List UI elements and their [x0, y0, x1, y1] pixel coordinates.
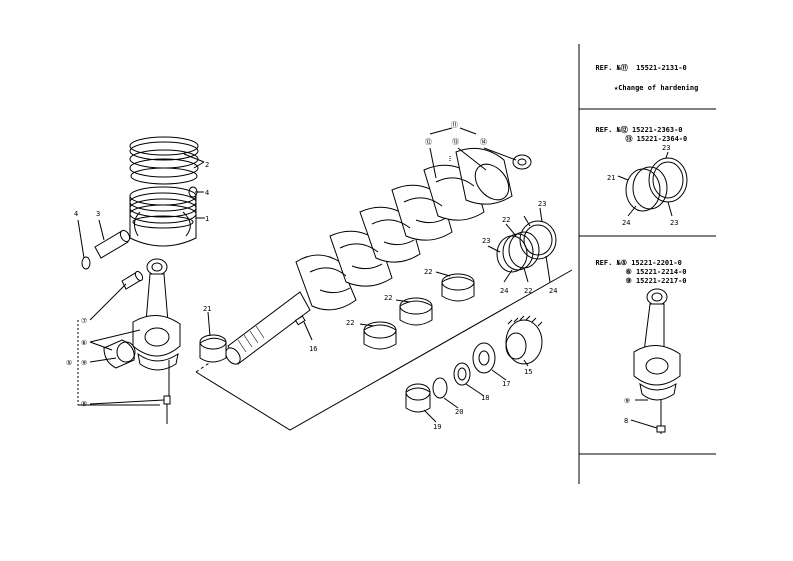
callout-22-a: 22	[346, 319, 354, 327]
callout-3: 3	[96, 210, 100, 218]
panel-2-ref-2: ⑬ 15221-2364-0	[617, 127, 687, 143]
front-sleeve	[405, 383, 431, 413]
callout-17: 17	[502, 380, 510, 388]
crankshaft	[225, 147, 513, 365]
panel-2-ref-label: REF. №⑫	[595, 126, 628, 134]
callout-22-c: 22	[424, 268, 432, 276]
callout-21: 21	[203, 305, 211, 313]
panel-3-ref-number-3: 15221-2217-0	[635, 277, 687, 285]
callout-14: ⑭	[480, 138, 487, 146]
small-end-bushing	[121, 270, 144, 290]
callout-20: 20	[455, 408, 463, 416]
callout-4-right: 4	[205, 189, 209, 197]
reference-panel-frame	[578, 44, 716, 484]
panel-2-ref: REF. №⑫ 15221-2363-0	[587, 118, 683, 134]
panel-1-ref-number: 15521-2131-0	[636, 64, 687, 72]
panel-1-note: ★Change of hardening	[614, 84, 699, 92]
panel-3-callout-8: 8	[624, 417, 628, 425]
callout-24-c: 24	[549, 287, 557, 295]
callout-23-a: 23	[538, 200, 546, 208]
o-ring	[432, 377, 448, 399]
callout-13: ⑬	[452, 138, 459, 146]
leader-lines	[77, 127, 551, 423]
panel-3-ref-3: ⑨ 15221-2217-0	[617, 269, 687, 285]
panel-2-callout-23-top: 23	[662, 144, 670, 152]
panel-3-ref: REF. №⑤ 15221-2201-0	[587, 251, 682, 267]
panel-2-ref-number-2: 15221-2364-0	[636, 135, 688, 143]
connecting-rod	[132, 258, 181, 371]
callout-24-a: 24	[500, 287, 508, 295]
callout-18: 18	[481, 394, 489, 402]
piston	[129, 186, 197, 247]
callout-12: ⑫	[425, 138, 432, 146]
panel-2-bearing-drawing: 23 21 24 23	[607, 144, 688, 227]
piston-rings	[129, 136, 199, 185]
callout-15: 15	[524, 368, 532, 376]
thrust-bearing-set	[496, 220, 557, 273]
callout-11: ⑪	[451, 121, 458, 129]
main-bearing-upper-parts	[199, 334, 227, 363]
panel-1-ref: REF. №⑪ 15521-2131-0	[587, 56, 687, 72]
callout-8: ⑧	[81, 400, 87, 408]
callout-9: ⑨	[81, 359, 87, 367]
panel-3-ref-2: ⑥ 15221-2214-0	[617, 260, 687, 276]
callout-7: ⑦	[81, 317, 87, 325]
panel-3-ref-label: REF. №⑤	[595, 259, 627, 267]
panel-3-ref-number-2: 15221-2214-0	[635, 268, 687, 276]
main-bearing-halves	[363, 273, 475, 350]
rod-group-bracket	[77, 320, 160, 406]
rod-bearing-halves	[103, 339, 136, 369]
callout-22-b: 22	[384, 294, 392, 302]
callout-22-e: 22	[524, 287, 532, 295]
callout-19: 19	[433, 423, 441, 431]
callout-22-d: 22	[502, 216, 510, 224]
callout-16: 16	[309, 345, 317, 353]
oil-pump-gear	[472, 342, 496, 374]
callout-labels: 1 2 3 4 4 ⑦ ⑥ ⑤ ⑨ ⑧ 21 16 22 22 22 22 23…	[66, 121, 557, 431]
panel-2-ref-label-2: ⑬	[625, 135, 633, 143]
panel-2-callout-21: 21	[607, 174, 615, 182]
collar	[453, 362, 471, 386]
crank-gear	[505, 315, 543, 365]
panel-3-rod-drawing: ⑨ 8	[624, 288, 681, 434]
rod-bolt	[163, 360, 171, 424]
callout-5: ⑤	[66, 359, 72, 367]
front-gear-bearing	[512, 154, 532, 170]
panel-2-callout-23: 23	[670, 219, 678, 227]
panel-3-ref-label-2: ⑥	[625, 268, 632, 276]
callout-6: ⑥	[81, 339, 87, 347]
panel-1-ref-label: REF. №⑪	[595, 64, 628, 72]
piston-pin	[94, 229, 131, 259]
panel-2-ref-number-1: 15221-2363-0	[631, 126, 683, 134]
callout-4-left: 4	[74, 210, 78, 218]
callout-1: 1	[205, 215, 209, 223]
panel-2-callout-24: 24	[622, 219, 630, 227]
callout-23-b: 23	[482, 237, 490, 245]
callout-2: 2	[205, 161, 209, 169]
panel-3-ref-label-3: ⑨	[625, 277, 632, 285]
panel-3-ref-number-1: 15221-2201-0	[631, 259, 682, 267]
panel-3-callout-9: ⑨	[624, 397, 630, 405]
